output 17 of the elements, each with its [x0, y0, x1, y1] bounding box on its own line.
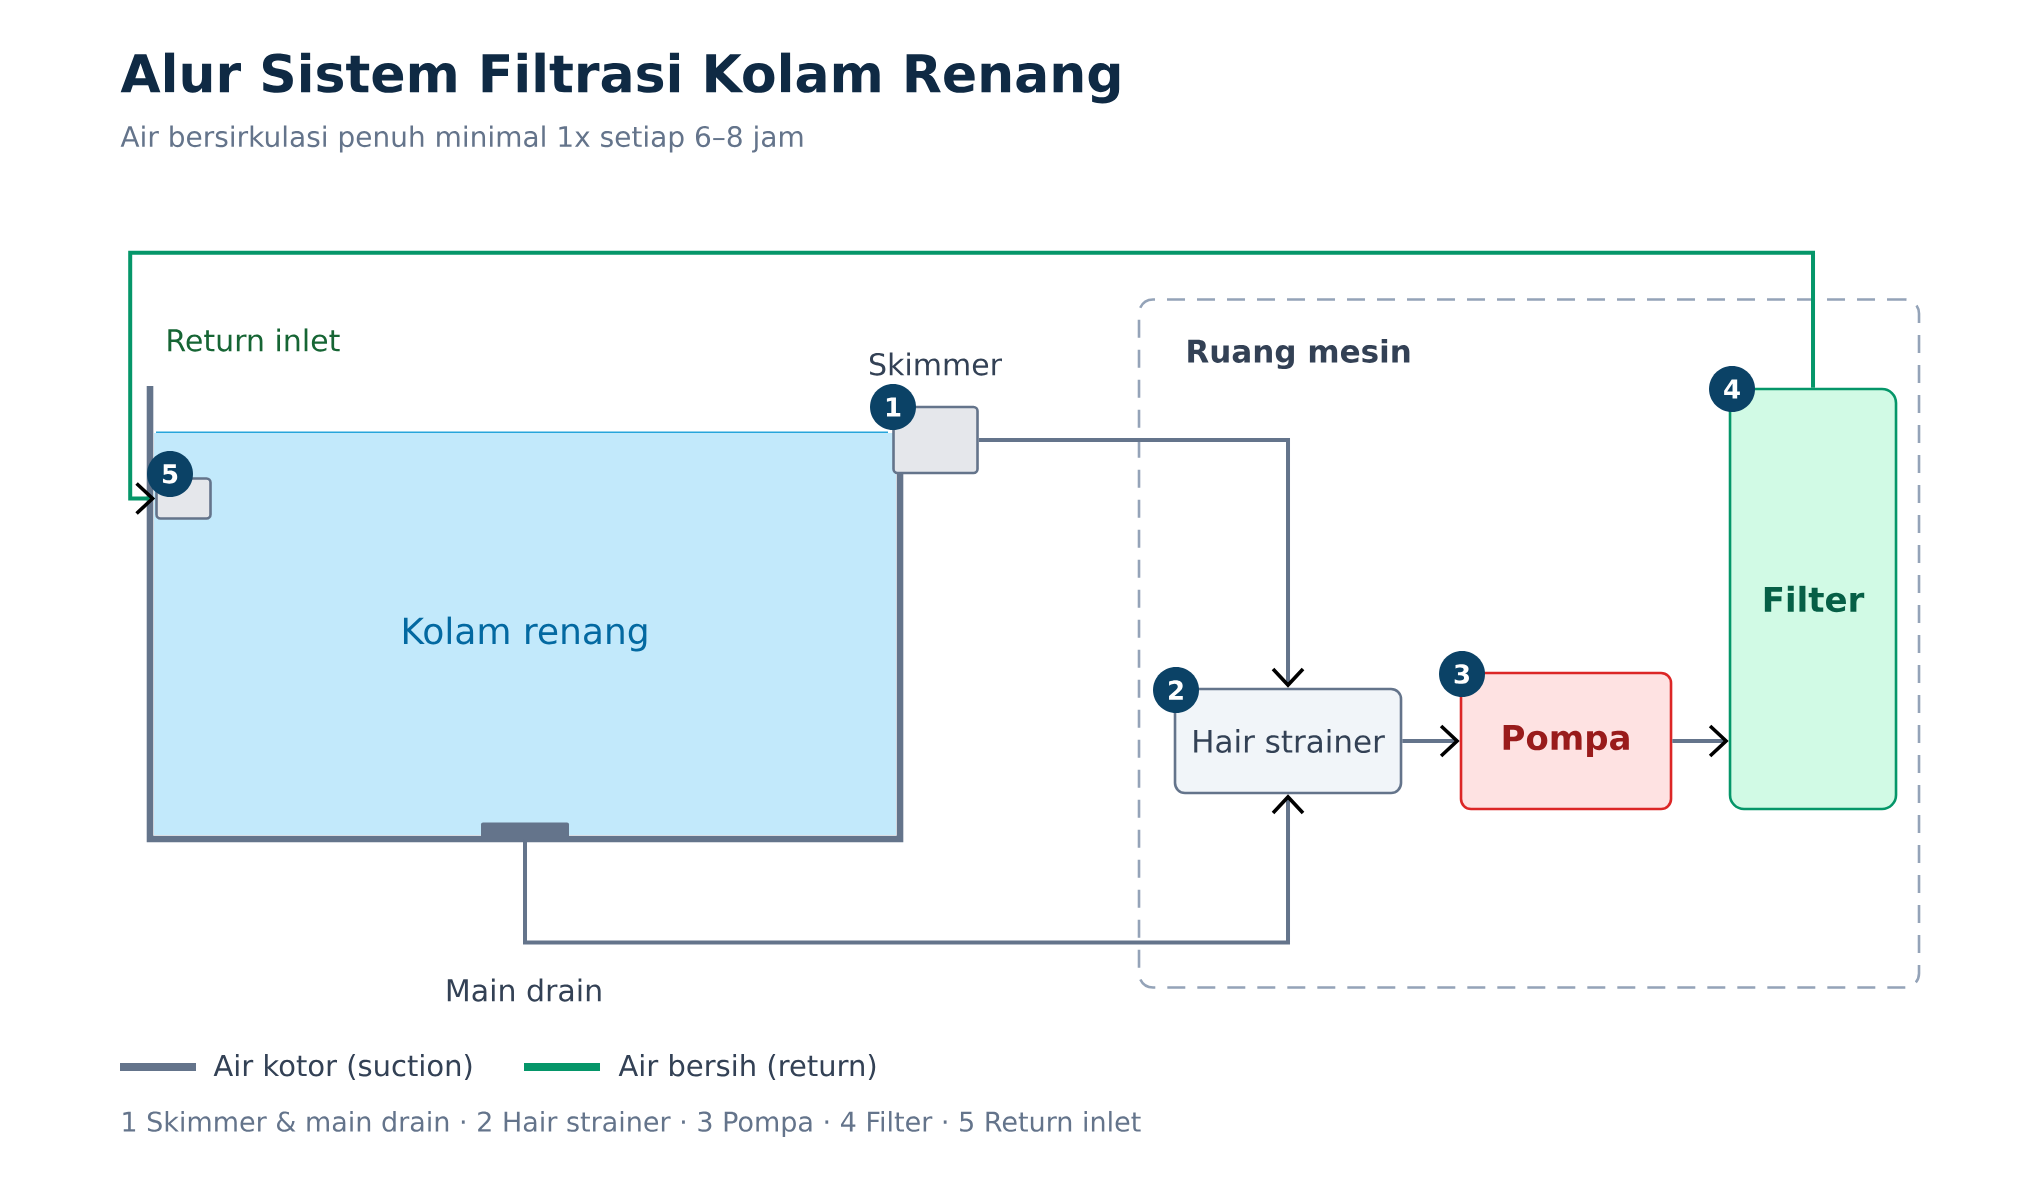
node-label: Main drain: [447, 978, 601, 1002]
callout-number: 4: [1709, 366, 1755, 412]
arrow: [523, 794, 1305, 945]
callout-number: 5: [147, 451, 193, 497]
callout-number: 3: [1439, 651, 1485, 697]
main-drain: Main drain: [447, 822, 601, 1002]
footnote: 1 Skimmer & main drain · 2 Hair strainer · 3 Pompa · 4 Filter · 5 Return inlet: [123, 1110, 1141, 1138]
title: Alur Sistem Filtrasi Kolam Renang: [120, 52, 1120, 104]
legend-label: Air bersih (return): [618, 1054, 876, 1080]
subtitle: Air bersirkulasi penuh minimal 1x setiap 6–8 jam: [120, 125, 803, 153]
node-label: Return inlet: [168, 328, 340, 352]
arrow: [128, 250, 1815, 515]
callout-number: 2: [1153, 667, 1199, 713]
arrow: [978, 438, 1305, 688]
node-label: Skimmer: [869, 352, 1002, 376]
legend-label: Air kotor (suction): [213, 1054, 472, 1080]
callout-number: 1: [870, 384, 916, 430]
